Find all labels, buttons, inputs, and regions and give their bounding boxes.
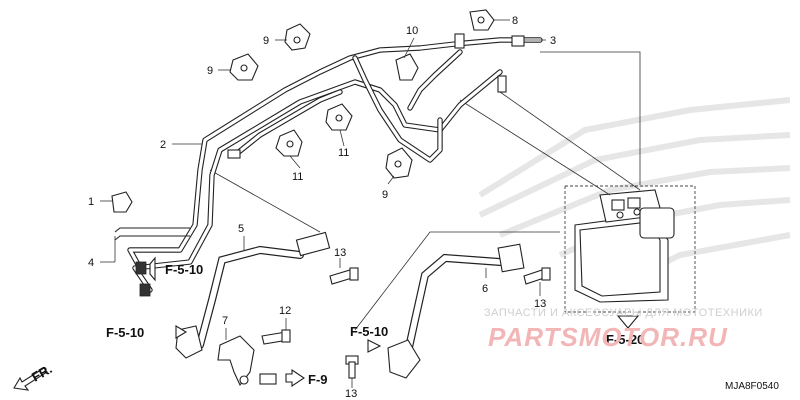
brake-hose-6 <box>387 243 525 379</box>
diagram-code: MJA8F0540 <box>725 381 779 392</box>
callout-leaders <box>100 19 546 388</box>
ref-f5-10-upper: F-5-10 <box>165 262 203 277</box>
ref-f5-20: F-5-20 <box>606 332 644 347</box>
ref-f5-10-mid: F-5-10 <box>350 324 388 339</box>
ref-f5-10-lower: F-5-10 <box>106 325 144 340</box>
ref-labels: F-5-10 F-5-10 F-5-10 F-5-20 F-9 <box>106 262 644 387</box>
callout-numbers: 1 2 3 4 5 6 7 8 9 9 9 10 11 11 12 13 13 … <box>88 15 556 400</box>
callout-1: 1 <box>88 196 94 208</box>
callout-4: 4 <box>88 257 94 269</box>
callout-6: 6 <box>482 283 488 295</box>
bolts <box>259 267 551 385</box>
brake-pipes <box>114 37 543 293</box>
callout-12: 12 <box>279 305 291 317</box>
callout-5: 5 <box>238 223 244 235</box>
callout-13-bottom: 13 <box>345 388 357 400</box>
callout-9-top: 9 <box>263 35 269 47</box>
ref-f9: F-9 <box>308 372 328 387</box>
bracket-7 <box>217 335 255 387</box>
callout-9-right: 9 <box>382 189 388 201</box>
ref-arrows <box>149 256 640 388</box>
callout-10: 10 <box>406 25 418 37</box>
callout-8: 8 <box>512 15 518 27</box>
abs-modulator-outline <box>564 185 696 313</box>
callout-11-right: 11 <box>338 147 349 159</box>
brake-hose-5 <box>175 231 331 359</box>
leader-lines <box>209 51 641 331</box>
callout-2: 2 <box>160 139 166 151</box>
watermark-line2: PARTSMOTOR.RU <box>488 322 728 352</box>
callout-7: 7 <box>222 315 228 327</box>
pipe-clamps <box>111 9 495 213</box>
callout-3: 3 <box>550 35 556 47</box>
abs-modulator <box>574 189 675 303</box>
pipe-fittings <box>135 33 525 297</box>
callout-9-left: 9 <box>207 65 213 77</box>
watermark-line1: ЗАПЧАСТИ И АКСЕССУАРЫ ДЛЯ МОТОТЕХНИКИ <box>484 307 763 319</box>
callout-11-left: 11 <box>292 171 303 183</box>
front-direction-arrow: FR. <box>13 361 55 391</box>
watermark: ЗАПЧАСТИ И АКСЕССУАРЫ ДЛЯ МОТОТЕХНИКИ PA… <box>484 307 763 352</box>
callout-13-mid: 13 <box>334 247 346 259</box>
callout-13-right: 13 <box>534 298 546 310</box>
